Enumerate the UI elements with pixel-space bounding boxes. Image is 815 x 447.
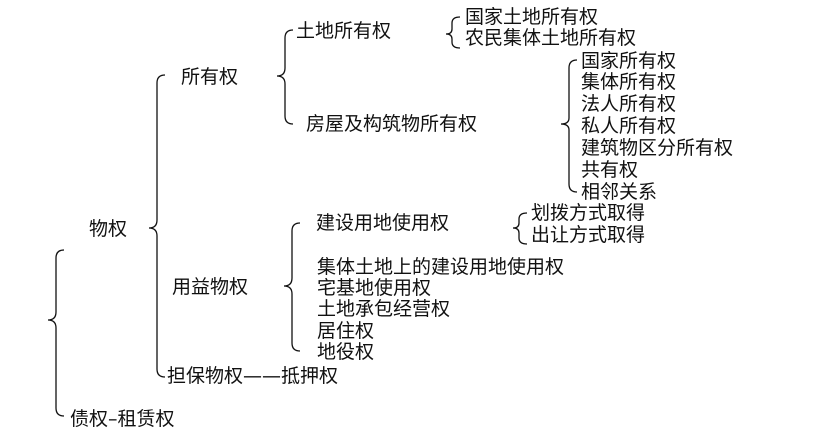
- construction-land-item: 划拨方式取得: [531, 202, 646, 224]
- creditor-right-label: 债权–租赁权: [70, 408, 175, 430]
- building-ownership-label: 房屋及构筑物所有权: [306, 113, 478, 135]
- bracket-real-right: [148, 74, 166, 378]
- usufruct-item: 居住权: [317, 320, 375, 342]
- building-ownership-item: 国家所有权: [581, 50, 677, 72]
- bracket-construction-land: [512, 212, 528, 245]
- construction-land-label: 建设用地使用权: [316, 212, 450, 234]
- real-right-label: 物权: [89, 218, 128, 240]
- bracket-root: [47, 249, 65, 417]
- usufruct-item: 土地承包经营权: [317, 298, 451, 320]
- ownership-label: 所有权: [181, 66, 239, 88]
- land-ownership-item: 国家土地所有权: [465, 6, 599, 28]
- usufruct-item: 集体土地上的建设用地使用权: [317, 256, 565, 278]
- building-ownership-item: 建筑物区分所有权: [581, 137, 734, 159]
- usufruct-label: 用益物权: [172, 276, 249, 298]
- usufruct-item: 宅基地使用权: [317, 277, 432, 299]
- land-ownership-item: 农民集体土地所有权: [465, 27, 637, 49]
- building-ownership-item: 法人所有权: [581, 93, 677, 115]
- usufruct-item: 地役权: [317, 341, 375, 363]
- bracket-land-ownership: [445, 16, 461, 49]
- bracket-building-ownership: [560, 59, 578, 193]
- building-ownership-item: 集体所有权: [581, 71, 677, 93]
- security-right-label: 担保物权——抵押权: [167, 365, 339, 387]
- construction-land-item: 出让方式取得: [531, 224, 646, 246]
- building-ownership-item: 相邻关系: [581, 181, 658, 203]
- bracket-usufruct: [283, 222, 301, 352]
- building-ownership-item: 共有权: [581, 159, 639, 181]
- land-ownership-label: 土地所有权: [296, 20, 392, 42]
- building-ownership-item: 私人所有权: [581, 115, 677, 137]
- bracket-ownership: [276, 29, 294, 125]
